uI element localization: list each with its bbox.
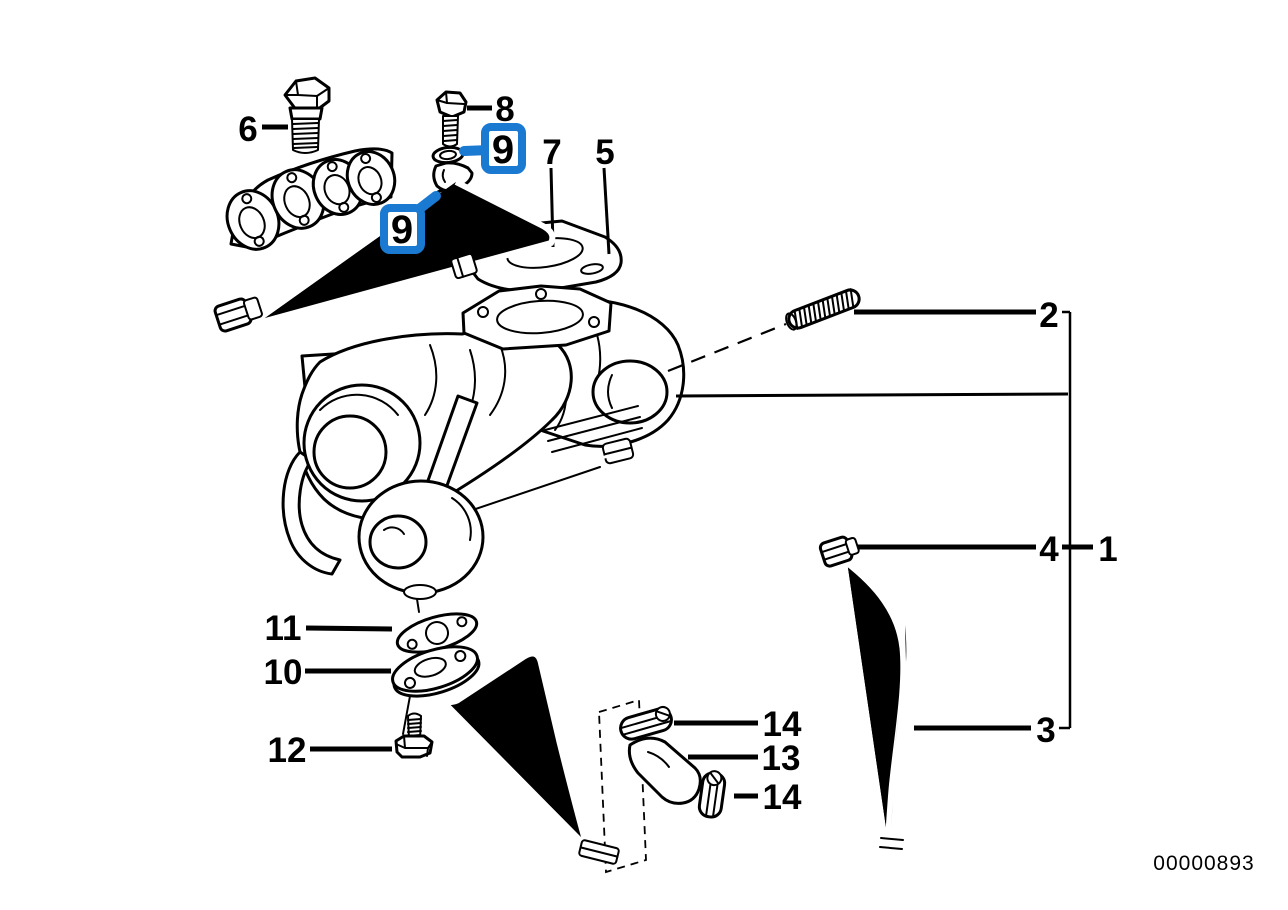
vent-hose-cap: [818, 535, 860, 568]
sealing-washer-upper: [431, 145, 465, 165]
callout-9b[interactable]: 9: [391, 208, 413, 252]
drain-gasket: [395, 612, 479, 654]
callout-7[interactable]: 7: [542, 133, 561, 172]
callout-4[interactable]: 4: [1039, 530, 1059, 569]
leader-11: [305, 625, 393, 632]
callout-3[interactable]: 3: [1036, 711, 1055, 750]
vent-hose: [844, 557, 910, 850]
stud-bolt: [785, 288, 861, 331]
callout-6[interactable]: 6: [238, 110, 257, 149]
callout-1[interactable]: 1: [1098, 530, 1117, 569]
exhaust-manifold-flange: [225, 147, 397, 251]
callout-14b[interactable]: 14: [763, 778, 802, 817]
hose-clamp-lower: [697, 770, 727, 819]
section-boundary-dashes: [598, 698, 647, 874]
highlight-marker-9-lower[interactable]: 9: [380, 191, 441, 254]
callout-11[interactable]: 11: [265, 609, 302, 648]
leader-5: [602, 167, 611, 255]
oil-return-pipe: [426, 649, 620, 865]
drawing-number: 00000893: [1153, 852, 1254, 875]
elbow-hose: [627, 736, 702, 805]
callout-2[interactable]: 2: [1039, 296, 1058, 335]
highlight-box-lower[interactable]: [380, 204, 425, 254]
highlight-box-upper[interactable]: [481, 123, 526, 174]
drain-bolt: [394, 712, 434, 759]
stud-alignment-dashes: [667, 322, 787, 373]
manifold-bolt: [283, 76, 331, 154]
banjo-bolt: [435, 90, 468, 148]
callout-12[interactable]: 12: [268, 731, 307, 770]
hose-clamp-upper: [619, 705, 673, 741]
turbocharger: [281, 284, 686, 613]
drain-flange: [391, 645, 481, 698]
highlight-marker-9-upper[interactable]: 9: [459, 123, 526, 174]
callout-9a[interactable]: 9: [492, 128, 514, 172]
callout-14a[interactable]: 14: [763, 705, 802, 744]
callout-10[interactable]: 10: [264, 653, 303, 692]
bolt-alignment-line: [402, 695, 411, 735]
callout-8[interactable]: 8: [495, 90, 514, 129]
leader-assembly: [675, 392, 1069, 398]
callout-13[interactable]: 13: [762, 739, 801, 778]
callout-5[interactable]: 5: [595, 133, 614, 172]
